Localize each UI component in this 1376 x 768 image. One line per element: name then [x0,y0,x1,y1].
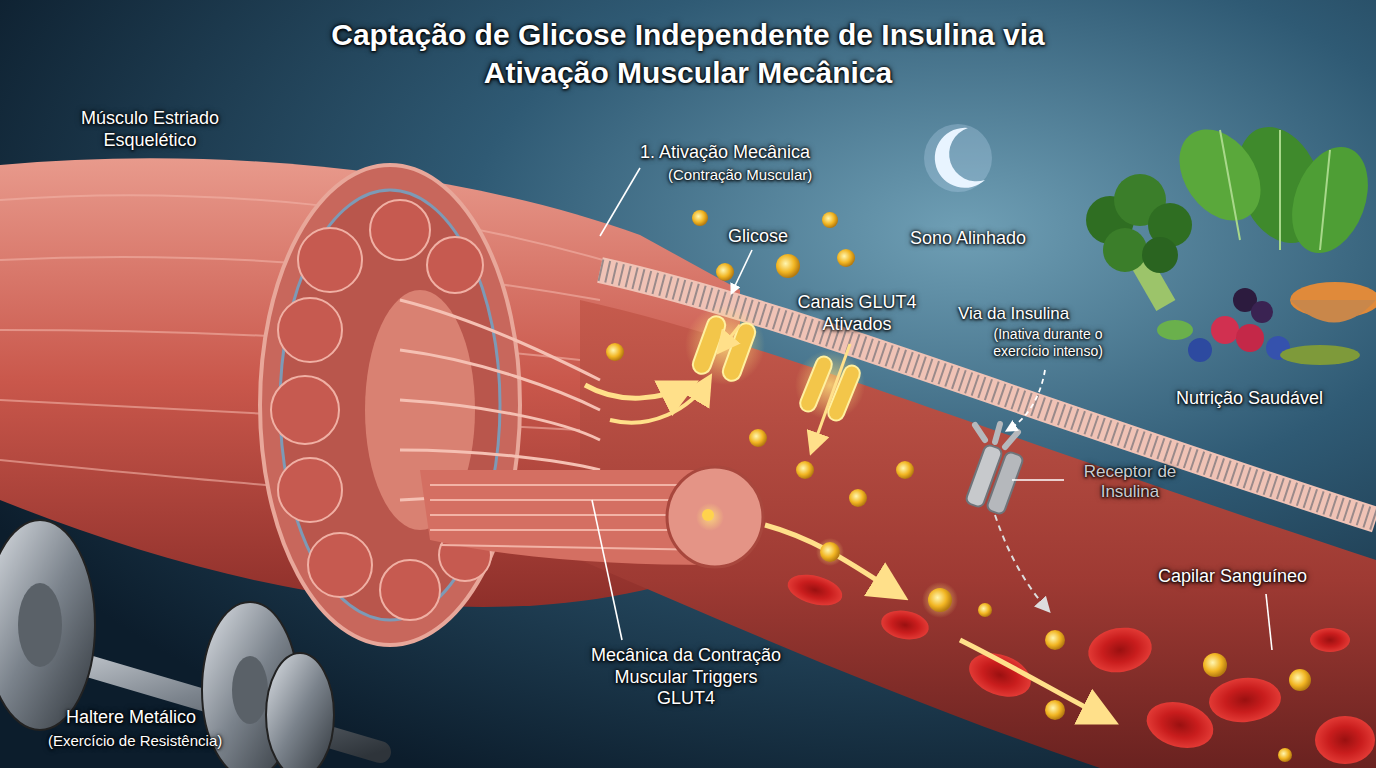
step-label: 1. Ativação Mecânica [640,142,810,164]
part-label: Músculo Estriado Esquelético [60,108,240,151]
part-note: (Inativa durante o exercício intenso) [972,326,1124,360]
diagram-title: Captação de Glicose Independente de Insu… [298,16,1078,91]
part-note: (Exercício de Resistência) [48,732,222,750]
part-label: Via da Insulina [958,304,1069,324]
part-label: Mecânica da Contração Muscular Triggers … [590,645,782,710]
part-label: Nutrição Saudável [1176,388,1323,410]
part-label: Canais GLUT4 Ativados [782,292,932,335]
step-note: (Contração Muscular) [668,166,812,184]
part-label: Sono Alinhado [910,228,1026,250]
part-label: Haltere Metálico [66,707,196,729]
part-label: Capilar Sanguíneo [1158,566,1307,588]
part-label: Receptor de Insulina [1068,462,1192,503]
part-label: Glicose [728,226,788,248]
